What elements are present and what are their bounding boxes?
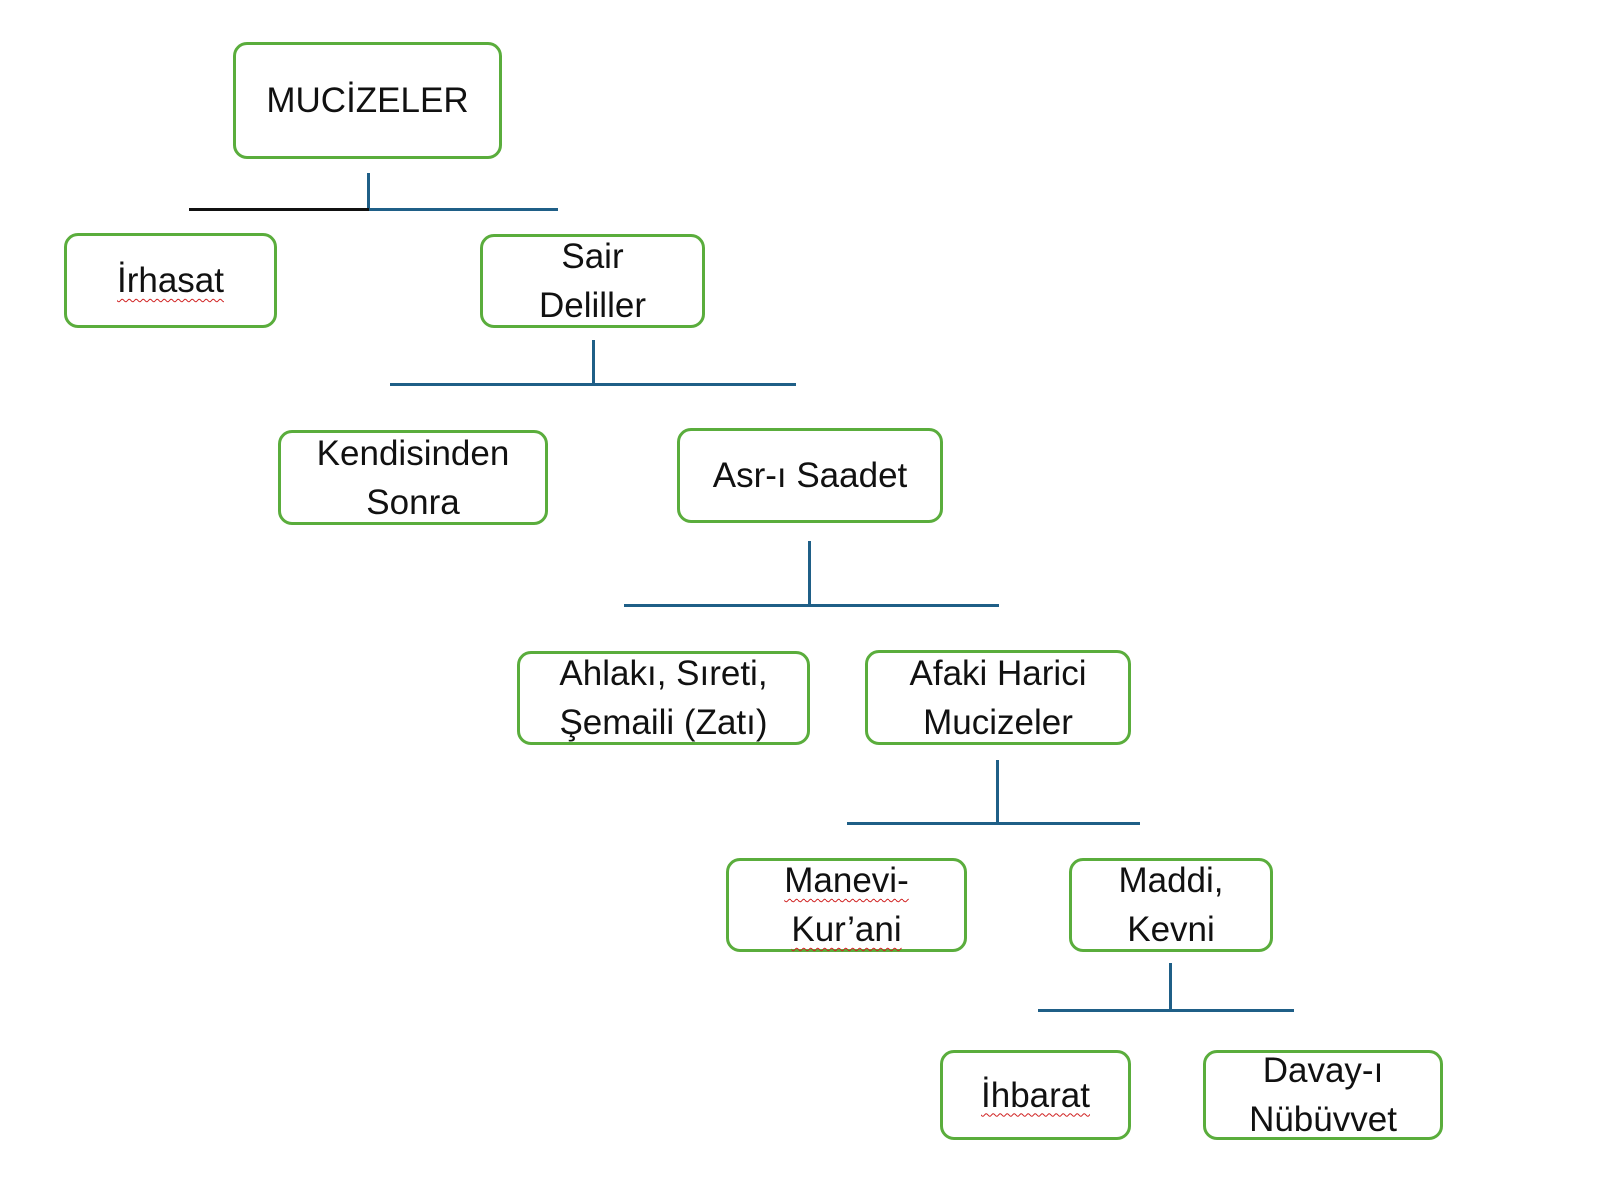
node-asr-saadet-label: Asr-ı Saadet	[712, 456, 908, 495]
connector-asr-saadet-stem	[808, 541, 811, 606]
connector-maddi-kevni-bar	[1038, 1009, 1294, 1012]
node-sair-deliller: Sair Deliller	[480, 234, 705, 328]
node-asr-saadet: Asr-ı Saadet	[677, 428, 943, 523]
node-maddi-kevni: Maddi, Kevni	[1069, 858, 1273, 952]
node-irhasat: İrhasat	[64, 233, 277, 328]
node-kendisinden-sonra-label: Kendisinden Sonra	[316, 433, 510, 522]
connector-root-bar-right	[369, 208, 558, 211]
connector-afaki-bar	[847, 822, 1140, 825]
connector-sair-deliller-stem	[592, 340, 595, 385]
connector-afaki-stem	[996, 760, 999, 825]
node-afaki-harici-mucizeler: Afaki Harici Mucizeler	[865, 650, 1131, 745]
node-sair-deliller-label: Sair Deliller	[539, 237, 646, 325]
node-davay-nubuvvet: Davay-ı Nübüvvet	[1203, 1050, 1443, 1140]
node-kendisinden-sonra: Kendisinden Sonra	[278, 430, 548, 525]
connector-asr-saadet-bar	[624, 604, 999, 607]
node-irhasat-label: İrhasat	[117, 261, 224, 300]
node-afaki-harici-mucizeler-label: Afaki Harici Mucizeler	[909, 653, 1087, 742]
node-mucizeler: MUCİZELER	[233, 42, 502, 159]
node-maddi-kevni-label: Maddi, Kevni	[1118, 861, 1224, 949]
node-manevi-kurani-label: Manevi- Kur’ani	[784, 861, 909, 949]
connector-root-bar-left	[189, 208, 369, 211]
node-ihbarat: İhbarat	[940, 1050, 1131, 1140]
node-manevi-kurani: Manevi- Kur’ani	[726, 858, 967, 952]
connector-maddi-kevni-stem	[1169, 963, 1172, 1012]
connector-root-stem	[367, 173, 370, 210]
node-ahlaki-sireti-label: Ahlakı, Sıreti, Şemaili (Zatı)	[559, 654, 768, 742]
node-ahlaki-sireti: Ahlakı, Sıreti, Şemaili (Zatı)	[517, 651, 810, 745]
node-mucizeler-label: MUCİZELER	[266, 81, 469, 120]
connector-sair-deliller-bar	[390, 383, 796, 386]
node-davay-nubuvvet-label: Davay-ı Nübüvvet	[1249, 1051, 1397, 1139]
node-ihbarat-label: İhbarat	[981, 1075, 1090, 1115]
